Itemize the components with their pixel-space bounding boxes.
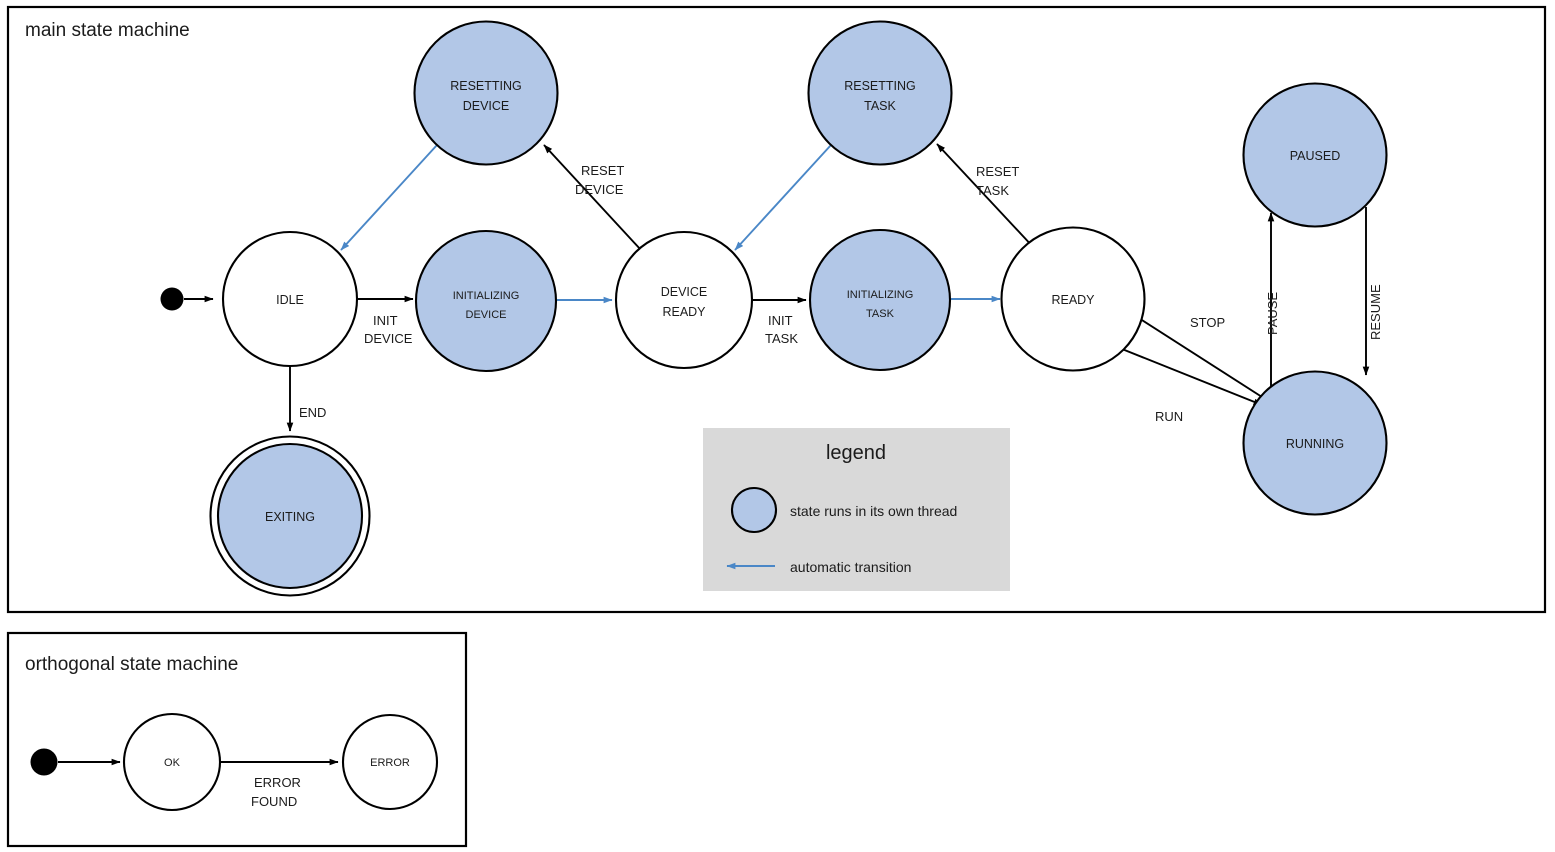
edge-label-reset-device-line2: DEVICE: [575, 182, 624, 197]
legend-thread-swatch-icon: [730, 486, 778, 534]
initial-state-dot: [160, 287, 184, 311]
edge-label-init-device-line2: DEVICE: [364, 331, 413, 346]
state-label-initializing-task-line2: TASK: [866, 308, 895, 320]
state-node-ok[interactable]: OK: [122, 712, 222, 812]
state-circle-initializing-device: [414, 229, 558, 373]
orthogonal-initial-state-dot: [30, 748, 58, 776]
state-label-initializing-device-line2: DEVICE: [466, 309, 507, 321]
state-circle-ready: [1000, 226, 1146, 372]
state-node-resetting-task[interactable]: RESETTING TASK: [807, 20, 953, 166]
edge-label-init-task-line2: TASK: [765, 331, 798, 346]
state-circle-initializing-task: [808, 228, 952, 372]
edge-label-pause: PAUSE: [1265, 292, 1280, 335]
legend: legend state runs in its own thread auto…: [703, 428, 1010, 591]
state-circle-ok: [122, 712, 222, 812]
edge-resetting-task-to-device-ready: [734, 144, 832, 251]
state-label-initializing-device-line1: INITIALIZING: [453, 290, 520, 302]
state-node-ready[interactable]: READY: [1000, 226, 1146, 372]
state-circle-device-ready: [614, 230, 754, 370]
orthogonal-frame: [6, 631, 468, 848]
edge-label-stop: STOP: [1190, 315, 1225, 330]
edge-label-init-task-line1: INIT: [768, 313, 793, 328]
state-circle-paused: [1242, 82, 1388, 228]
state-circle-exiting-inner: [216, 442, 364, 590]
edge-label-resume: RESUME: [1368, 284, 1383, 340]
state-node-error[interactable]: ERROR: [341, 713, 439, 811]
legend-thread-text: state runs in its own thread: [790, 503, 957, 519]
state-label-exiting: EXITING: [265, 510, 315, 524]
legend-auto-text: automatic transition: [790, 559, 911, 575]
state-node-initializing-task[interactable]: INITIALIZING TASK: [808, 228, 952, 372]
state-label-idle: IDLE: [276, 293, 304, 307]
state-circle-error: [341, 713, 439, 811]
state-node-idle[interactable]: IDLE: [221, 230, 359, 368]
state-label-resetting-device-line2: DEVICE: [463, 99, 510, 113]
state-node-initializing-device[interactable]: INITIALIZING DEVICE: [414, 229, 558, 373]
main-frame: [6, 5, 1547, 614]
edge-label-run: RUN: [1155, 409, 1183, 424]
state-label-device-ready-line2: READY: [662, 305, 706, 319]
edge-device-ready-to-resetting-device: [543, 144, 642, 251]
state-circle-resetting-device: [413, 20, 559, 166]
edge-label-reset-device-line1: RESET: [581, 163, 624, 178]
state-node-exiting[interactable]: EXITING: [209, 435, 371, 597]
state-node-paused[interactable]: PAUSED: [1242, 82, 1388, 228]
state-label-initializing-task-line1: INITIALIZING: [847, 289, 914, 301]
edge-ready-to-running: [1121, 348, 1263, 406]
state-label-running: RUNNING: [1286, 437, 1344, 451]
state-label-device-ready-line1: DEVICE: [661, 285, 708, 299]
state-label-resetting-task-line1: RESETTING: [844, 79, 916, 93]
state-label-paused: PAUSED: [1290, 149, 1340, 163]
state-label-resetting-device-line1: RESETTING: [450, 79, 522, 93]
orthogonal-frame-title: orthogonal state machine: [25, 654, 238, 675]
edge-label-error-found-line1: ERROR: [254, 775, 301, 790]
state-node-device-ready[interactable]: DEVICE READY: [614, 230, 754, 370]
edge-label-init-device-line1: INIT: [373, 313, 398, 328]
state-node-running[interactable]: RUNNING: [1242, 370, 1388, 516]
edge-ready-to-resetting-task: [936, 143, 1036, 250]
edge-label-reset-task-line2: TASK: [976, 183, 1009, 198]
edge-label-end: END: [299, 405, 326, 420]
state-label-resetting-task-line2: TASK: [864, 99, 896, 113]
edge-running-to-ready: [1133, 314, 1263, 398]
edge-label-error-found-line2: FOUND: [251, 794, 297, 809]
state-circle-running: [1242, 370, 1388, 516]
main-frame-title: main state machine: [25, 20, 190, 41]
state-label-ready: READY: [1051, 293, 1095, 307]
state-label-ok: OK: [164, 757, 181, 769]
state-node-resetting-device[interactable]: RESETTING DEVICE: [413, 20, 559, 166]
state-circle-resetting-task: [807, 20, 953, 166]
edge-label-reset-task-line1: RESET: [976, 164, 1019, 179]
state-label-error: ERROR: [370, 757, 410, 769]
edge-resetting-device-to-idle: [340, 144, 438, 251]
state-circle-idle: [221, 230, 359, 368]
legend-title: legend: [826, 442, 886, 464]
